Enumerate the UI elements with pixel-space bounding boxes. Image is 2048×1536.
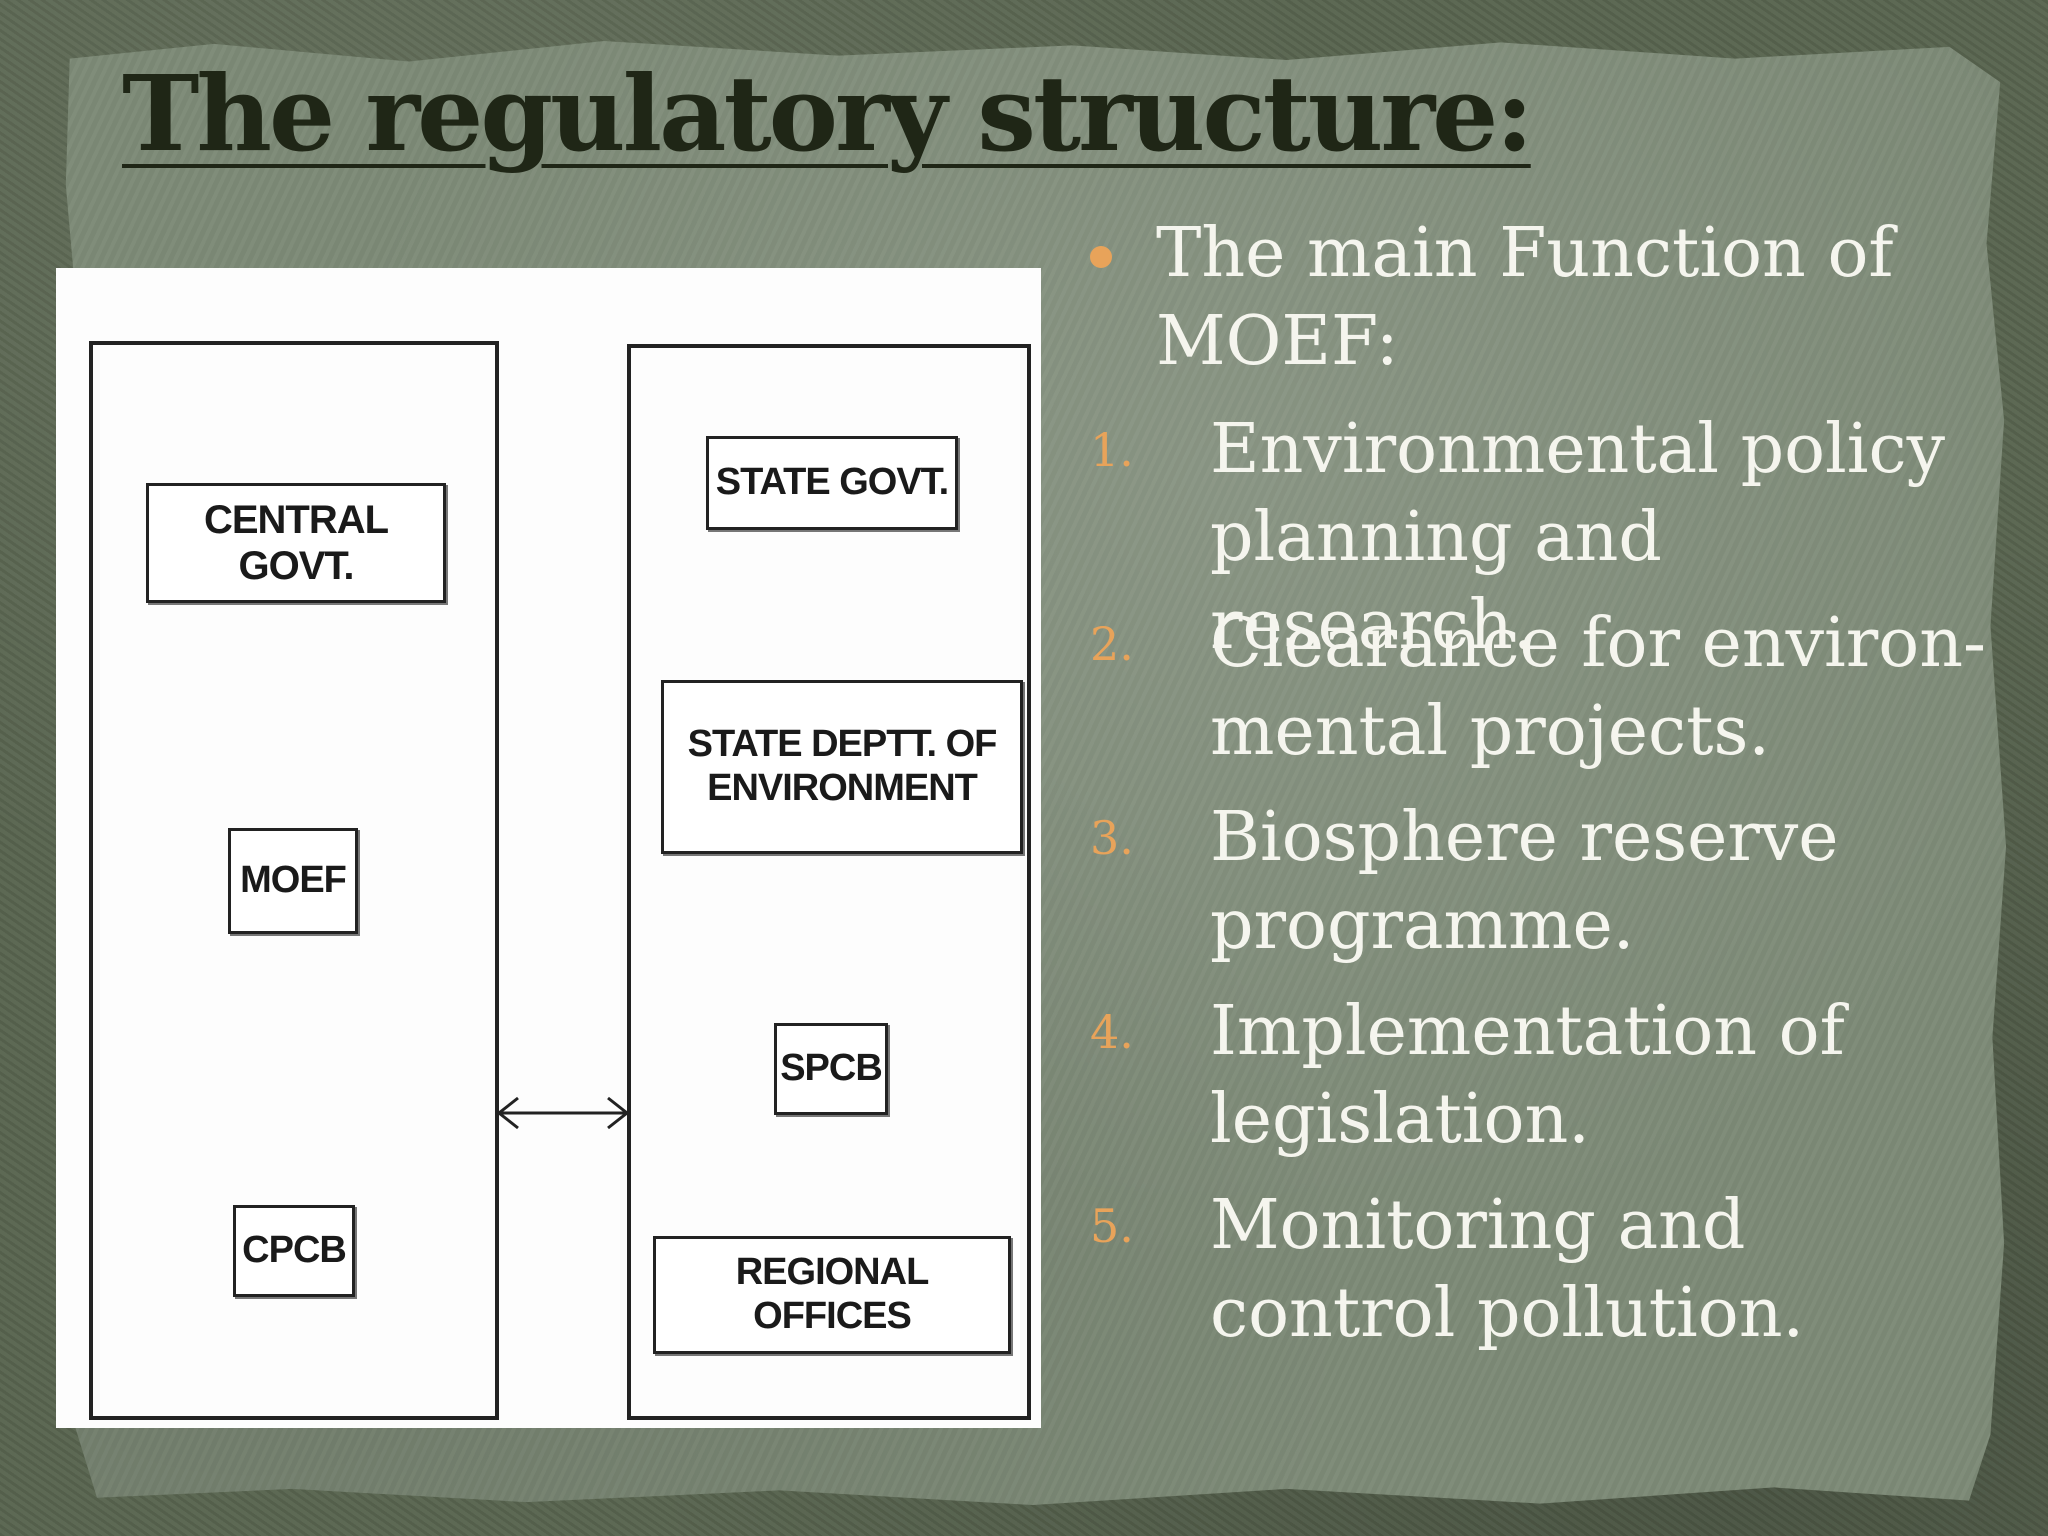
state-deptt-environment-box: STATE DEPTT. OF ENVIRONMENT: [661, 680, 1023, 854]
link-arrow-left-head: [496, 1096, 519, 1130]
list-item-text: Biosphere reserve programme.: [1210, 798, 1839, 965]
list-number: 1.: [1090, 423, 1134, 477]
spcb-box: SPCB: [774, 1023, 888, 1115]
main-bullet-text: The main Function of MOEF:: [1156, 214, 1894, 381]
list-number: 5.: [1090, 1199, 1134, 1253]
list-number: 3.: [1090, 811, 1134, 865]
regional-offices-box: REGIONAL OFFICES: [653, 1236, 1011, 1354]
list-number: 4.: [1090, 1005, 1134, 1059]
list-item-text: Clearance for environ-mental projects.: [1210, 604, 1986, 771]
cpcb-box: CPCB: [233, 1205, 355, 1297]
list-number: 2.: [1090, 617, 1134, 671]
central-govt-box: CENTRAL GOVT.: [146, 483, 446, 603]
bullet-dot-icon: [1090, 246, 1112, 268]
regulatory-structure-diagram: CENTRAL GOVT. MOEF CPCB STATE GOVT. STAT…: [56, 268, 1041, 1428]
link-arrow-right-head: [607, 1096, 630, 1130]
list-item-text: Implementation of legislation.: [1210, 992, 1845, 1159]
moef-box: MOEF: [228, 828, 358, 934]
state-column-frame: [627, 344, 1031, 1420]
diagram-lines: [89, 341, 1031, 1420]
central-column-frame: [89, 341, 499, 1420]
list-item-text: Environmental policy planning and resear…: [1210, 410, 1946, 665]
state-govt-box: STATE GOVT.: [706, 436, 958, 530]
slide-title: The regulatory structure:: [122, 52, 1534, 175]
list-item-text: Monitoring and control pollution.: [1210, 1186, 1805, 1353]
